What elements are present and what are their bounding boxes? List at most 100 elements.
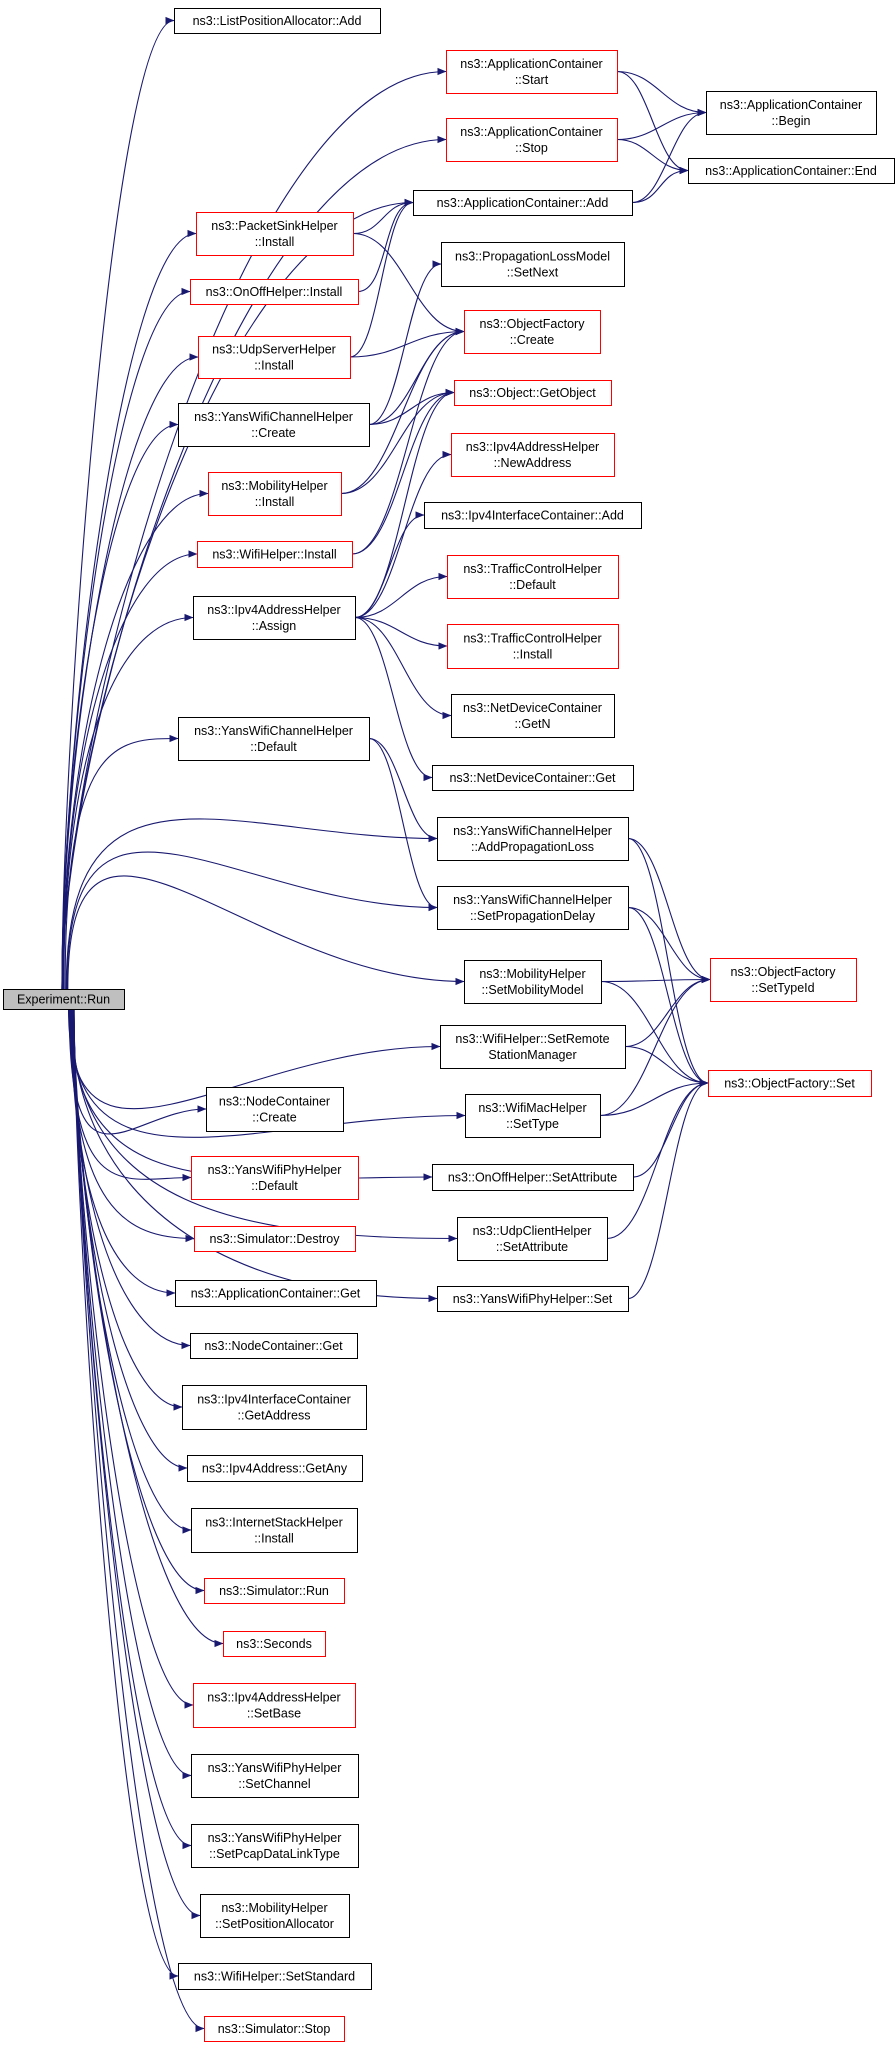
node-label-line: ns3::Ipv4AddressHelper <box>207 603 340 617</box>
node-ywph-set[interactable]: ns3::YansWifiPhyHelper::Set <box>437 1286 629 1312</box>
edge-root-to-ac_stop <box>61 135 447 990</box>
edge-ywch_addloss-to-of_set <box>627 837 709 1087</box>
node-mh-install[interactable]: ns3::MobilityHelper::Install <box>208 472 342 516</box>
node-ac-begin[interactable]: ns3::ApplicationContainer::Begin <box>706 91 877 135</box>
node-label-line: ns3::WifiHelper::Install <box>212 548 336 562</box>
node-wh-install[interactable]: ns3::WifiHelper::Install <box>197 541 353 568</box>
node-ooh-install[interactable]: ns3::OnOffHelper::Install <box>190 279 359 305</box>
node-mh-setmodel[interactable]: ns3::MobilityHelper::SetMobilityModel <box>464 960 602 1004</box>
node-box <box>178 403 370 447</box>
node-of-settypeid[interactable]: ns3::ObjectFactory::SetTypeId <box>710 958 857 1002</box>
node-box <box>451 694 615 738</box>
node-label-line: ::Create <box>252 1111 297 1125</box>
node-label-line: ns3::TrafficControlHelper <box>463 632 601 646</box>
node-iic-getaddress[interactable]: ns3::Ipv4InterfaceContainer::GetAddress <box>182 1385 367 1430</box>
node-label-line: ns3::NodeContainer::Get <box>204 1339 343 1353</box>
node-box <box>464 310 601 354</box>
node-box <box>191 1824 359 1868</box>
node-ywch-default[interactable]: ns3::YansWifiChannelHelper::Default <box>178 717 370 761</box>
node-ac-get[interactable]: ns3::ApplicationContainer::Get <box>175 1280 377 1307</box>
edges-layer <box>61 16 711 2033</box>
node-iah-setbase[interactable]: ns3::Ipv4AddressHelper::SetBase <box>193 1683 356 1728</box>
node-label-line: ns3::ApplicationContainer::End <box>705 164 877 178</box>
node-label-line: ns3::NetDeviceContainer <box>463 701 602 715</box>
node-sim-run[interactable]: ns3::Simulator::Run <box>204 1578 345 1604</box>
node-ish-install[interactable]: ns3::InternetStackHelper::Install <box>191 1508 358 1553</box>
node-wh-setstandard[interactable]: ns3::WifiHelper::SetStandard <box>178 1963 372 1990</box>
node-box <box>174 8 381 34</box>
node-box <box>200 1894 350 1938</box>
node-tch-default[interactable]: ns3::TrafficControlHelper::Default <box>447 555 619 599</box>
node-label-line: ns3::ListPositionAllocator::Add <box>193 14 362 28</box>
edge-iah_assign-to-tch_default <box>354 572 448 619</box>
node-sim-stop[interactable]: ns3::Simulator::Stop <box>204 2016 345 2042</box>
node-sim-destroy[interactable]: ns3::Simulator::Destroy <box>194 1226 356 1252</box>
node-label-line: ns3::YansWifiChannelHelper <box>194 410 353 424</box>
node-ywch-create[interactable]: ns3::YansWifiChannelHelper::Create <box>178 403 370 447</box>
node-ush-install[interactable]: ns3::UdpServerHelper::Install <box>198 336 351 379</box>
node-nc-create[interactable]: ns3::NodeContainer::Create <box>206 1087 344 1132</box>
node-ac-end[interactable]: ns3::ApplicationContainer::End <box>688 158 895 184</box>
node-label-line: ::Install <box>513 648 553 662</box>
edge-root-to-sim_stop <box>73 1008 205 2033</box>
node-label-line: ::SetPropagationDelay <box>470 909 596 923</box>
node-label-line: ns3::NodeContainer <box>219 1095 330 1109</box>
node-ia-getany[interactable]: ns3::Ipv4Address::GetAny <box>187 1455 363 1482</box>
node-ndc-get[interactable]: ns3::NetDeviceContainer::Get <box>432 765 634 791</box>
node-plm-setnext[interactable]: ns3::PropagationLossModel::SetNext <box>441 242 625 287</box>
edge-root-to-mh_setposalloc <box>73 1008 201 1920</box>
node-root[interactable]: Experiment::Run <box>3 989 125 1010</box>
node-label-line: ns3::WifiMacHelper <box>478 1101 586 1115</box>
edge-ywph_set-to-of_set <box>627 1079 709 1300</box>
node-label-line: ::Install <box>254 359 294 373</box>
node-box <box>437 1286 629 1312</box>
nodes-layer: Experiment::Run ns3::ListPositionAllocato… <box>3 8 895 2042</box>
node-ac-start[interactable]: ns3::ApplicationContainer::Start <box>446 50 618 94</box>
node-uch-setattr[interactable]: ns3::UdpClientHelper::SetAttribute <box>457 1217 608 1261</box>
node-ywch-setdelay[interactable]: ns3::YansWifiChannelHelper::SetPropagati… <box>437 886 629 930</box>
node-box <box>178 1963 372 1990</box>
node-label-line: ns3::Ipv4Address::GetAny <box>202 1462 348 1476</box>
node-iah-newaddress[interactable]: ns3::Ipv4AddressHelper::NewAddress <box>451 433 615 477</box>
node-label-line: ::Stop <box>515 141 548 155</box>
node-ooh-setattr[interactable]: ns3::OnOffHelper::SetAttribute <box>432 1164 634 1191</box>
node-ndc-getn[interactable]: ns3::NetDeviceContainer::GetN <box>451 694 615 738</box>
node-ac-stop[interactable]: ns3::ApplicationContainer::Stop <box>446 118 618 162</box>
node-nc-get[interactable]: ns3::NodeContainer::Get <box>190 1333 358 1359</box>
node-iic-add[interactable]: ns3::Ipv4InterfaceContainer::Add <box>424 502 642 529</box>
edge-root-to-iah_assign <box>63 613 194 990</box>
edge-ac_add-to-ac_begin <box>631 108 707 204</box>
node-ywch-addloss[interactable]: ns3::YansWifiChannelHelper::AddPropagati… <box>437 817 629 861</box>
edge-ywch_create-to-obj_getobject <box>368 388 455 426</box>
node-obj-getobject[interactable]: ns3::Object::GetObject <box>454 380 612 406</box>
node-seconds[interactable]: ns3::Seconds <box>223 1631 326 1657</box>
node-box <box>193 596 356 640</box>
node-ywph-default[interactable]: ns3::YansWifiPhyHelper::Default <box>191 1156 359 1200</box>
edge-ooh_install-to-ac_add <box>357 198 414 293</box>
node-box <box>465 1094 601 1138</box>
node-tch-install[interactable]: ns3::TrafficControlHelper::Install <box>447 624 619 669</box>
node-box <box>437 817 629 861</box>
node-lpa-add[interactable]: ns3::ListPositionAllocator::Add <box>174 8 381 34</box>
edge-root-to-mh_setmodel <box>67 875 465 990</box>
node-box <box>178 717 370 761</box>
node-ywph-setpcap[interactable]: ns3::YansWifiPhyHelper::SetPcapDataLinkT… <box>191 1824 359 1868</box>
node-psh-install[interactable]: ns3::PacketSinkHelper::Install <box>196 212 354 256</box>
node-of-create[interactable]: ns3::ObjectFactory::Create <box>464 310 601 354</box>
node-label-line: ns3::Ipv4AddressHelper <box>207 1691 340 1705</box>
node-ac-add[interactable]: ns3::ApplicationContainer::Add <box>413 190 633 216</box>
node-of-set[interactable]: ns3::ObjectFactory::Set <box>708 1070 872 1097</box>
node-ywph-setchannel[interactable]: ns3::YansWifiPhyHelper::SetChannel <box>191 1754 359 1798</box>
node-mh-setposalloc[interactable]: ns3::MobilityHelper::SetPositionAllocato… <box>200 1894 350 1938</box>
node-label-line: ::Default <box>251 1179 298 1193</box>
node-label-line: ns3::WifiHelper::SetStandard <box>194 1970 355 1984</box>
node-label-line: ns3::ApplicationContainer::Get <box>191 1287 361 1301</box>
node-wmh-settype[interactable]: ns3::WifiMacHelper::SetType <box>465 1094 601 1138</box>
edge-iah_assign-to-ndc_get <box>354 616 433 782</box>
node-box <box>206 1087 344 1132</box>
node-iah-assign[interactable]: ns3::Ipv4AddressHelper::Assign <box>193 596 356 640</box>
node-label-line: Experiment::Run <box>17 993 110 1007</box>
node-box <box>208 472 342 516</box>
edge-root-to-iic_getaddress <box>71 1008 183 1411</box>
